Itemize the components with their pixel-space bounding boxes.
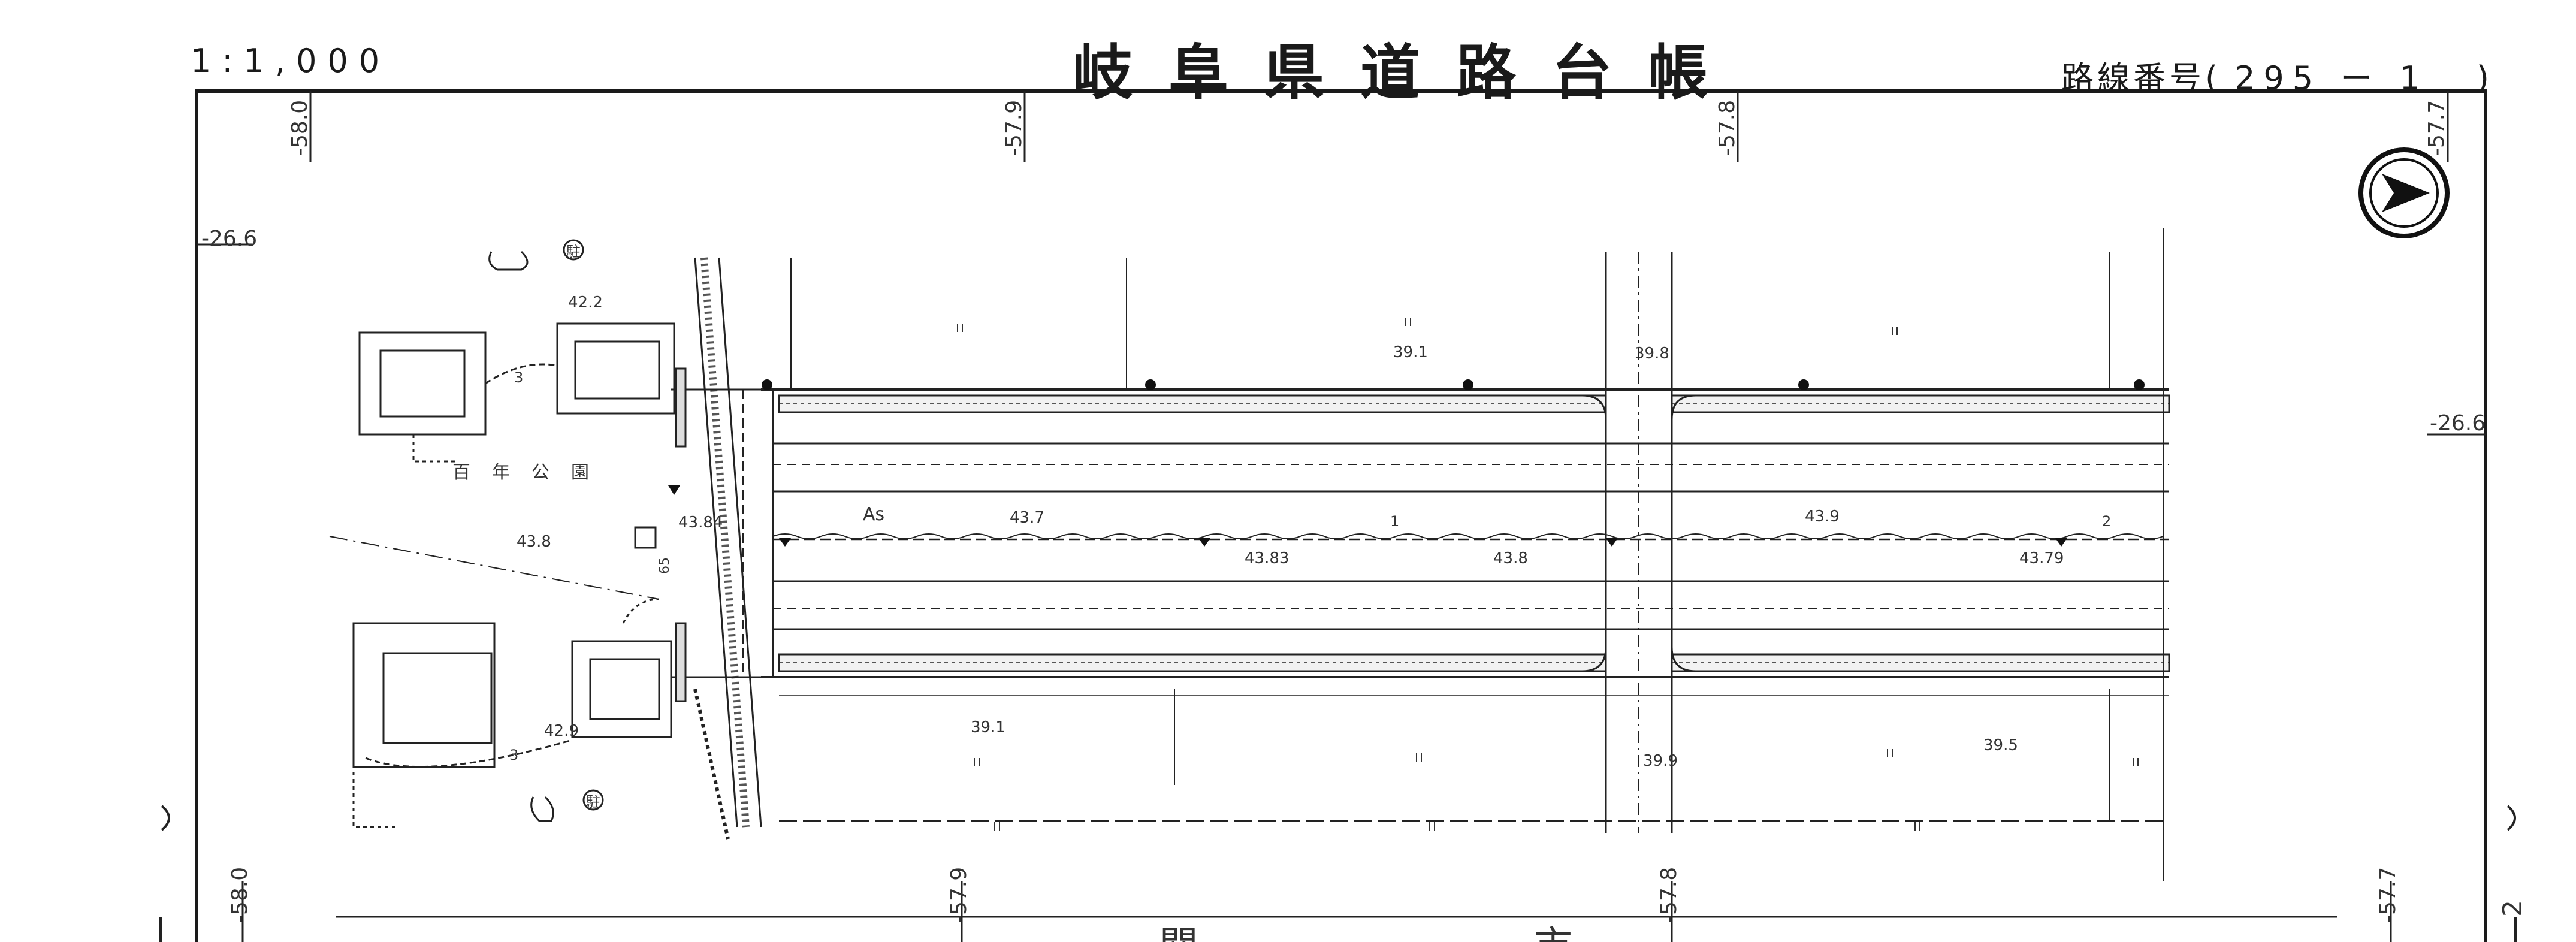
binding-mark-left bbox=[161, 805, 170, 831]
coord-left-y: -26.6 bbox=[201, 227, 257, 251]
map-scale: 1:1,000 bbox=[191, 42, 391, 80]
coord-bottom-2: -57.9 bbox=[947, 867, 971, 923]
area-name-right: 市 bbox=[1534, 924, 1572, 942]
elev-43-9: 43.9 bbox=[1805, 508, 1840, 526]
binding-mark-right bbox=[2506, 805, 2516, 831]
coord-top-1: -58.0 bbox=[288, 100, 312, 156]
elev-43-83: 43.83 bbox=[1245, 550, 1289, 567]
coord-bottom-3: -57.8 bbox=[1657, 867, 1681, 923]
coord-bottom-1: -58.0 bbox=[228, 867, 252, 923]
label-3-bottom: 3 bbox=[509, 747, 518, 763]
grid-ticks bbox=[197, 91, 2486, 942]
elev-43-79: 43.79 bbox=[2019, 550, 2064, 567]
elev-42-2: 42.2 bbox=[568, 294, 603, 312]
elev-43-8-left: 43.8 bbox=[517, 533, 551, 551]
label-1: 1 bbox=[1390, 513, 1399, 530]
parking-label-top: 駐 bbox=[566, 243, 581, 260]
sheet-number: 2 bbox=[2498, 900, 2528, 917]
elev-39-1-top: 39.1 bbox=[1393, 343, 1428, 361]
sheet-title: 岐阜県道路台帳 bbox=[1073, 37, 1744, 108]
utility-poles bbox=[668, 379, 2145, 547]
parking-label-bottom: 駐 bbox=[586, 793, 600, 810]
surface-label: As bbox=[863, 504, 884, 525]
field-symbols bbox=[957, 318, 2139, 831]
coord-bottom-4: -57.7 bbox=[2376, 867, 2400, 923]
parking-icon: 駐 駐 bbox=[563, 239, 604, 811]
road-body bbox=[329, 228, 2170, 881]
coord-top-3: -57.8 bbox=[1715, 100, 1740, 156]
elevation-points: 42.2 43.8 42.9 43.84 43.7 43.83 43.8 43.… bbox=[517, 294, 2064, 770]
coord-top-2: -57.9 bbox=[1002, 100, 1026, 156]
label-3-top: 3 bbox=[514, 369, 523, 386]
elev-42-9: 42.9 bbox=[544, 722, 579, 740]
route-close: ) bbox=[2476, 59, 2493, 97]
coord-top-4: -57.7 bbox=[2424, 100, 2449, 156]
label-2: 2 bbox=[2102, 513, 2111, 530]
north-arrow-icon bbox=[2358, 147, 2450, 238]
coord-right-y: -26.6 bbox=[2430, 411, 2486, 436]
park-facilities bbox=[352, 250, 730, 840]
label-65: 65 bbox=[657, 557, 672, 574]
elev-39-1-bottom: 39.1 bbox=[971, 718, 1005, 736]
elev-39-5: 39.5 bbox=[1983, 736, 2018, 754]
elev-39-9: 39.9 bbox=[1643, 752, 1678, 770]
elev-43-7: 43.7 bbox=[1010, 509, 1044, 527]
elev-43-8: 43.8 bbox=[1493, 550, 1528, 567]
elev-43-84: 43.84 bbox=[678, 514, 723, 532]
map-frame bbox=[195, 89, 2487, 942]
elev-39-8: 39.8 bbox=[1635, 345, 1669, 363]
park-name: 百年公園 bbox=[452, 462, 611, 483]
area-name-left: 関 bbox=[1159, 924, 1198, 942]
